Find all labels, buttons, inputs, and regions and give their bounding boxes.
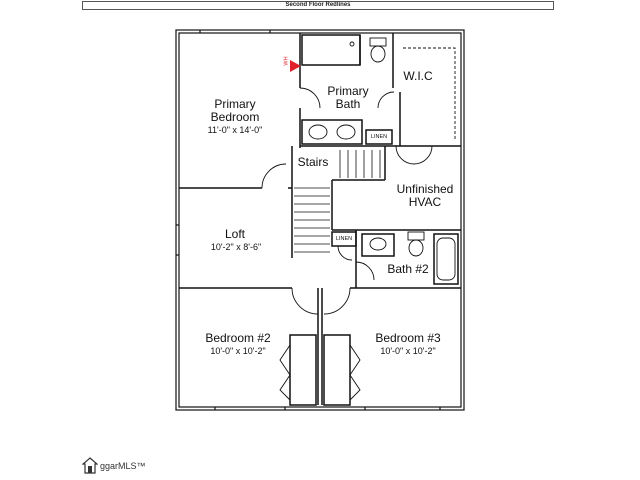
vent-tag: WH [283,56,290,66]
mls-logo: ggarMLS™ [82,455,146,477]
room-name-stairs: Stairs [297,155,329,169]
mls-logo-icon [82,457,98,474]
outer-wall-outer [175,29,465,411]
room-name-wic: W.I.C [403,69,433,83]
room-name-loft: Loft [224,227,245,241]
room-name-bedroom2: Bedroom #2 [205,331,271,345]
vent-marker-icon [290,60,301,72]
room-dims-bedroom3: 10'-0" x 10'-2" [380,346,436,356]
outer-wall-inner [178,32,462,408]
mls-logo-text: ggarMLS™ [100,461,146,471]
room-name-linen-hall: LINEN [335,236,353,242]
room-dims-bedroom2: 10'-0" x 10'-2" [210,346,266,356]
room-dims-loft: 10'-2" x 8'-6" [210,242,262,252]
room-name-unfinished-hvac: Unfinished HVAC [396,182,454,209]
room-name-linen-primary: LINEN [370,134,388,140]
header-bar: Second Floor Redlines [82,1,554,10]
page-title: Second Floor Redlines [285,2,351,8]
room-name-bedroom3: Bedroom #3 [375,331,441,345]
room-name-primary-bath: Primary Bath [327,84,369,111]
room-name-primary-bedroom: Primary Bedroom [210,97,260,124]
room-name-bath2: Bath #2 [387,262,429,276]
room-dims-primary-bedroom: 11'-0" x 14'-0" [207,125,263,135]
